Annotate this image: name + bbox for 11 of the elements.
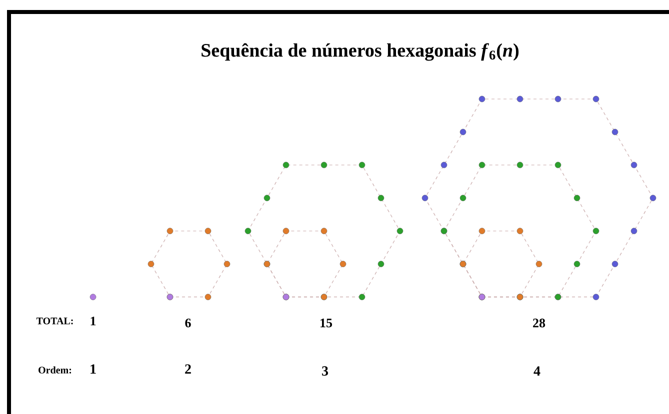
total-value: 6 xyxy=(185,318,191,328)
order-number: 1 xyxy=(90,364,96,374)
total-value: 1 xyxy=(90,316,96,326)
row-label: TOTAL: xyxy=(36,318,73,324)
total-value: 15 xyxy=(320,318,332,328)
order-number: 3 xyxy=(322,366,328,376)
total-value: 28 xyxy=(533,318,546,328)
title: Sequência de números hexagonais f$_{6}$(n) xyxy=(202,43,519,61)
order-number: 2 xyxy=(185,364,191,374)
row-label: Ordem: xyxy=(38,366,72,374)
order-number: 4 xyxy=(534,366,540,376)
